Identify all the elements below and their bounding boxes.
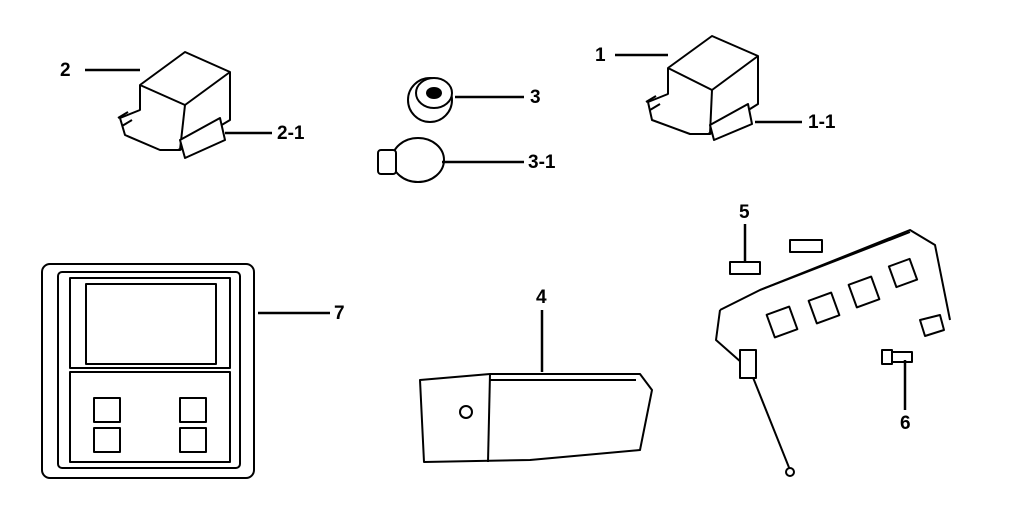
callout-1-1: 1-1	[808, 112, 836, 133]
relay-2-connector	[179, 117, 226, 159]
leader-lines	[85, 53, 907, 410]
bolt	[881, 349, 913, 365]
callout-3: 3	[530, 87, 541, 108]
relay-1-connector	[709, 103, 753, 141]
cover	[419, 373, 653, 463]
callout-5: 5	[739, 202, 750, 223]
callout-2: 2	[60, 60, 71, 81]
bracket	[715, 229, 951, 477]
control-box	[41, 263, 255, 479]
grommet	[407, 77, 453, 123]
callout-1: 1	[595, 45, 606, 66]
grommet-cap	[377, 137, 445, 183]
callout-4: 4	[536, 287, 547, 308]
callout-6: 6	[900, 413, 911, 434]
callout-3-1: 3-1	[528, 152, 556, 173]
relay-1	[645, 35, 759, 135]
callout-7: 7	[334, 303, 345, 324]
callout-2-1: 2-1	[277, 123, 305, 144]
